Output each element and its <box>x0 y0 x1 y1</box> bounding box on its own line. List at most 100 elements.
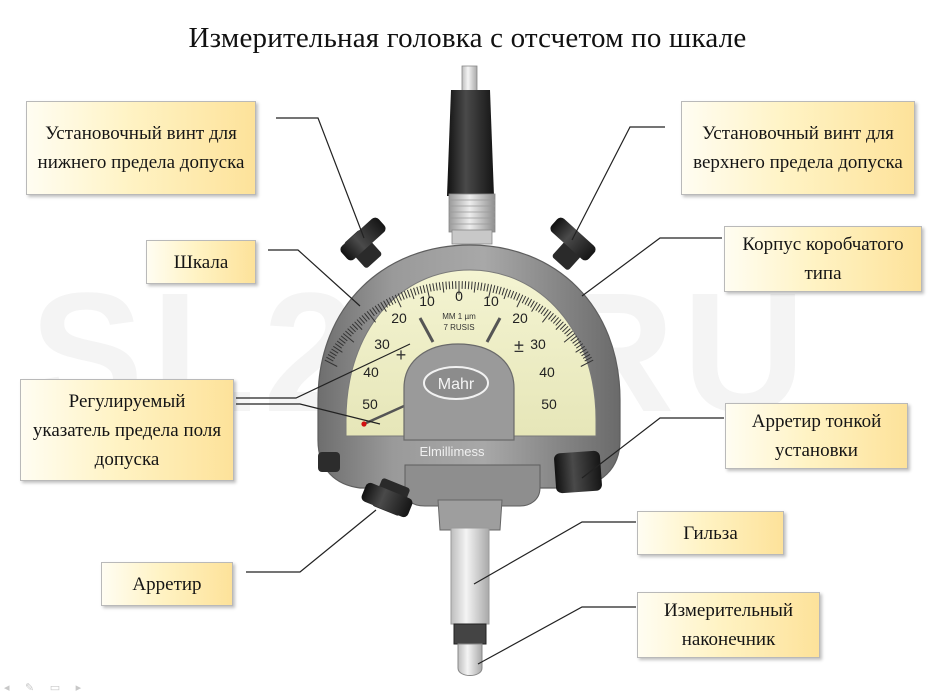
dial-tick <box>345 330 352 337</box>
dial-tick <box>555 321 564 330</box>
dial-tick <box>563 333 576 343</box>
dial-tick <box>513 292 518 300</box>
dial-tick <box>498 286 502 295</box>
label-adjustable-pointer: Регулируемый указатель предела поля допу… <box>20 379 234 481</box>
dial-tick <box>422 285 426 294</box>
dial-tick <box>338 338 346 344</box>
dial-tick <box>570 335 578 342</box>
dial-sign-plus: + <box>396 345 407 365</box>
sleeve <box>450 527 490 625</box>
dial-tick <box>483 283 486 292</box>
dial-tick <box>531 302 538 312</box>
dial-tick <box>366 310 376 323</box>
leader-sleeve <box>473 521 636 585</box>
dial-tick <box>510 290 515 299</box>
dial-tick <box>566 330 573 337</box>
dial-tick <box>333 345 343 353</box>
slide-controls[interactable]: ◂ ✎ ▭ ▸ <box>4 681 88 694</box>
dial-tick <box>467 281 470 290</box>
dial-label-right-50: 50 <box>541 396 557 412</box>
dial-tick <box>435 282 438 291</box>
dial-tick <box>486 283 489 292</box>
dial-tick <box>584 356 592 362</box>
leader-pointer-2 <box>236 403 381 425</box>
dial-tick <box>385 298 391 307</box>
dial-tick <box>329 351 337 357</box>
dial-tick <box>572 338 580 344</box>
dial-tick <box>413 287 417 296</box>
dial-tick <box>438 282 441 291</box>
dial-tick <box>361 315 368 322</box>
dial-tick <box>416 286 420 295</box>
dial-label-right-30: 30 <box>530 336 546 352</box>
tolerance-pointer-right <box>485 317 502 343</box>
dial-tick <box>342 333 355 343</box>
dial-tick <box>555 319 562 326</box>
page-title: Измерительная головка с отсчетом по шкал… <box>188 22 747 54</box>
dial-tick <box>442 281 445 293</box>
dial-tick <box>356 319 363 326</box>
label-fine-lock: Арретир тонкой установки <box>725 403 908 469</box>
dial-tick <box>527 298 533 307</box>
adjustable-limit-pointer <box>363 404 405 426</box>
dial-tick <box>432 283 435 292</box>
dial-tick <box>425 284 430 299</box>
dial-tick <box>516 293 521 301</box>
brand-oval <box>423 366 489 400</box>
dial-tick <box>429 283 432 292</box>
dial-tick <box>576 343 584 349</box>
dial-tick <box>574 340 582 347</box>
dial-tick <box>575 345 585 353</box>
dial-tick <box>326 356 334 362</box>
dial-tick <box>507 289 512 298</box>
label-lower-limit-screw: Установочный винт для нижнего предела до… <box>26 101 256 195</box>
dial-tick <box>471 281 473 290</box>
dial-tick <box>324 359 338 367</box>
dial-tick <box>331 348 339 354</box>
dial-label-right-40: 40 <box>539 364 555 380</box>
dial-tick <box>543 309 549 317</box>
dial-tick <box>516 294 524 308</box>
dial-tick-marks <box>324 281 594 367</box>
dial-tick <box>419 285 423 294</box>
leader-fine-lock <box>581 417 724 479</box>
fine-lock-knob <box>554 450 602 494</box>
measuring-tip <box>457 643 483 676</box>
dial-tick <box>377 303 383 311</box>
dial-tick <box>495 285 499 294</box>
dial-tick <box>448 281 451 290</box>
dial-tick <box>351 323 359 330</box>
dial-tick <box>380 302 387 312</box>
dial-tick <box>374 305 381 313</box>
dial-tick <box>559 323 567 330</box>
dial-label-left-40: 40 <box>363 364 379 380</box>
dial-tick <box>410 288 415 300</box>
dial-tick <box>537 305 544 313</box>
dial-tick <box>349 325 356 333</box>
leader-scale <box>268 249 361 307</box>
dial-sign-plus-minus: ± <box>514 336 524 356</box>
dial-tick <box>340 335 348 342</box>
dial-tick <box>347 328 354 335</box>
leader-upper-screw <box>571 126 665 241</box>
lock-knob <box>361 478 413 518</box>
dial-label-center: 0 <box>455 288 463 304</box>
model-name: Elmillimess <box>420 444 486 459</box>
dial-tick <box>391 295 397 304</box>
dial-tick <box>445 281 447 290</box>
dial-label-left-20: 20 <box>391 310 407 326</box>
dial-tick <box>524 297 530 305</box>
dial-tick <box>388 297 394 305</box>
dial-tick <box>530 300 535 308</box>
dial-tick <box>540 307 547 315</box>
dial-tick <box>336 340 344 347</box>
dial-tick <box>397 293 402 301</box>
dial-tick <box>477 282 480 291</box>
dial-tick <box>327 353 336 359</box>
label-lock: Арретир <box>101 562 233 606</box>
leader-tip <box>477 606 636 665</box>
dial-tick <box>501 287 505 296</box>
dial-tick <box>334 343 342 349</box>
label-housing: Корпус коробчатого типа <box>724 226 922 292</box>
